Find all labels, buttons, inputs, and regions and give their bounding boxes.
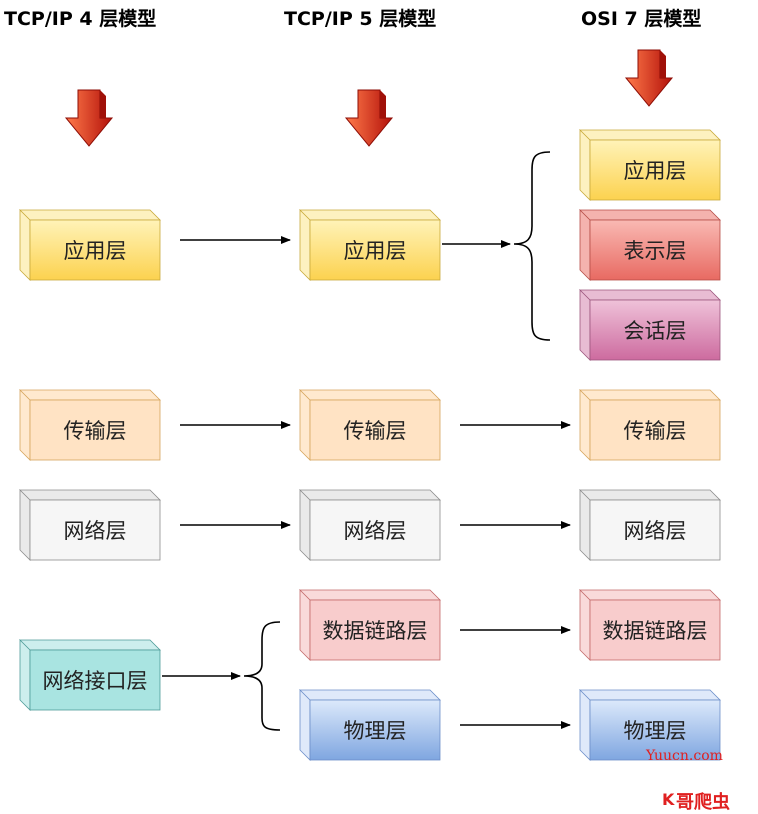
tcp5-layer-application: 应用层 <box>343 239 407 263</box>
curly-brace-tcp5 <box>243 621 281 731</box>
tcp5-title: TCP/IP 5 层模型 <box>284 8 437 30</box>
osi7-title: OSI 7 层模型 <box>581 8 702 30</box>
osi7-layer-session: 会话层 <box>623 319 687 343</box>
watermark-logo-icon: K <box>662 790 675 809</box>
osi7-layer-application: 应用层 <box>623 159 687 183</box>
tcp5-layer-physical: 物理层 <box>343 719 407 743</box>
tcp5-layer-network: 网络层 <box>343 519 407 543</box>
osi7-layer-physical: 物理层 <box>623 719 687 743</box>
box-bevels <box>19 129 721 761</box>
tcp5-layer-transport: 传输层 <box>343 419 407 443</box>
down-arrow-icon <box>344 89 394 147</box>
osi7-layer-transport: 传输层 <box>623 419 687 443</box>
tcp5-layer-data-link: 数据链路层 <box>322 619 428 643</box>
tcp4-layer-application: 应用层 <box>63 239 127 263</box>
tcp4-title: TCP/IP 4 层模型 <box>4 8 157 30</box>
osi7-layer-presentation: 表示层 <box>623 239 687 263</box>
connector-arrows <box>162 236 571 729</box>
osi7-layer-network: 网络层 <box>623 519 687 543</box>
down-arrow-icon <box>624 49 674 107</box>
curly-brace-osi <box>513 151 551 341</box>
tcp4-layer-network: 网络层 <box>63 519 127 543</box>
box-fronts <box>29 139 721 761</box>
osi7-layer-data-link: 数据链路层 <box>602 619 708 643</box>
tcp4-layer-network-interface: 网络接口层 <box>42 669 148 693</box>
watermark-brand: 哥爬虫 <box>676 792 730 813</box>
watermark-site: Yuucn.com <box>646 748 723 764</box>
tcp4-layer-transport: 传输层 <box>63 419 127 443</box>
down-arrow-icon <box>64 89 114 147</box>
